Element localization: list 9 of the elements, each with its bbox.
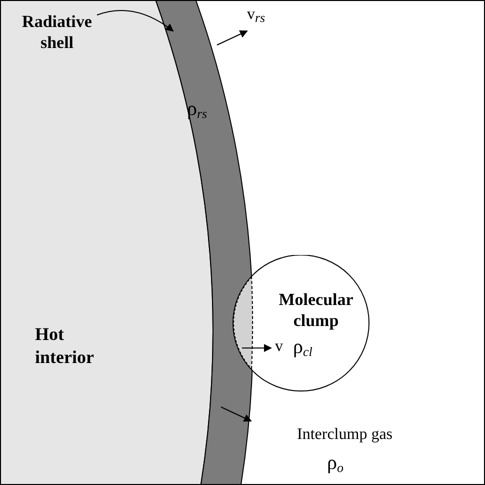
velocity-label: v [275,337,283,357]
curved-arrow [96,10,174,32]
density-label: ρ$_{cl}$ [293,335,312,360]
velocity-label: v$_{rs}$ [247,5,266,25]
density-label: ρ$_{o}$ [327,451,344,476]
node-label: Hot interior [35,323,95,368]
node-label: Radiative shell [21,11,93,54]
region-label: Interclump gas [297,425,393,445]
node-label: Molecular clump [278,289,354,332]
